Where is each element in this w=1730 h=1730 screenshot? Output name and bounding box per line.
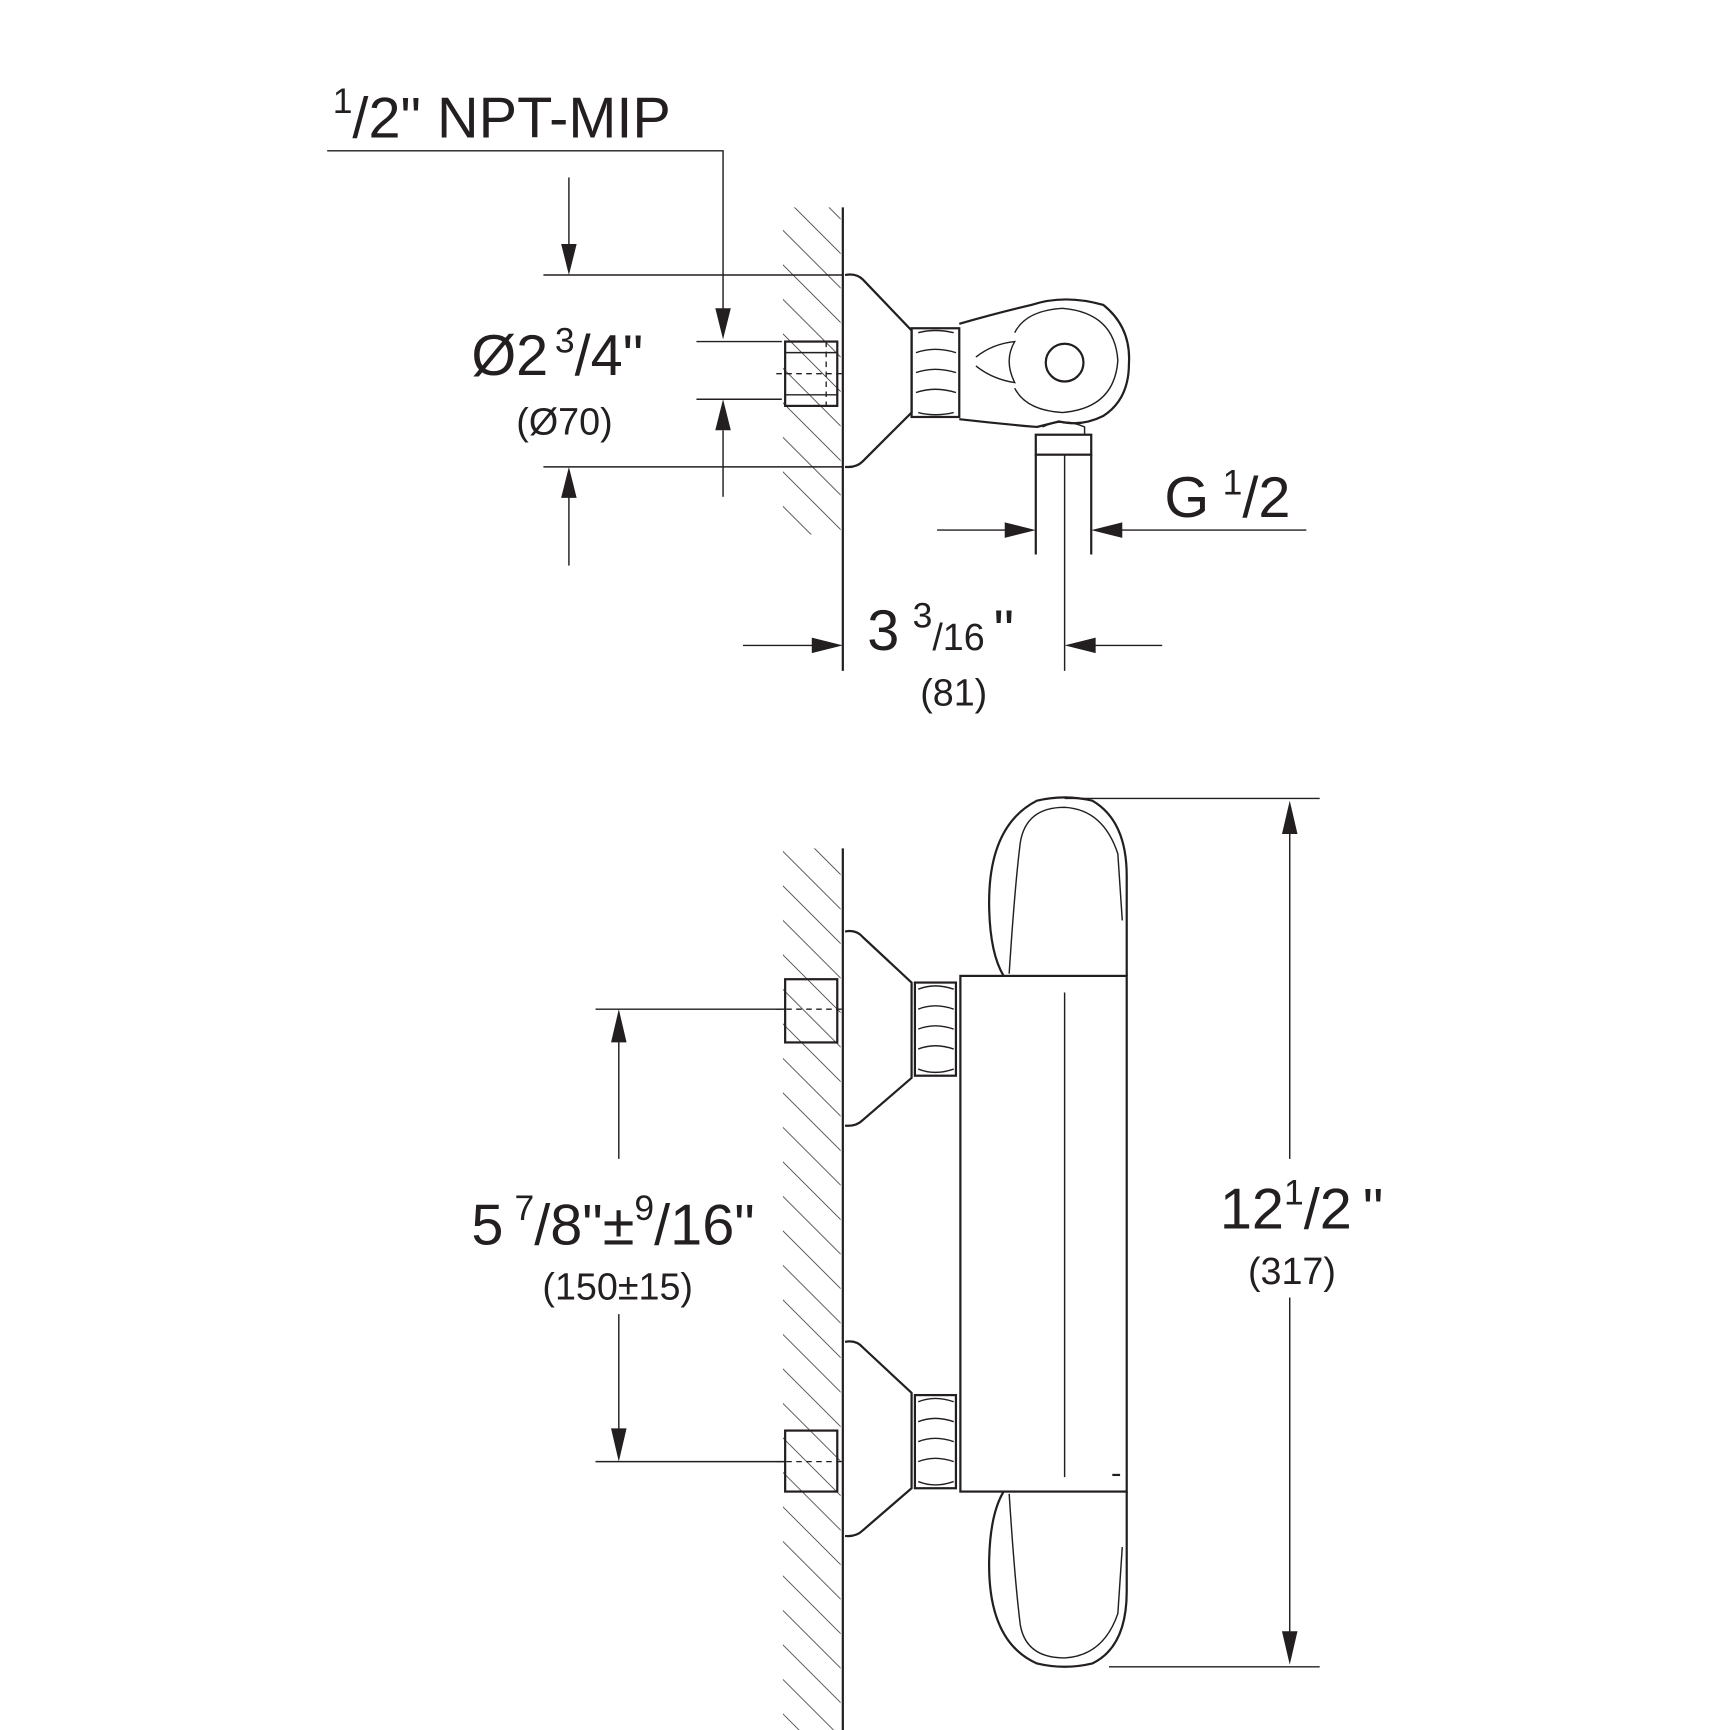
projection-metric: (81) xyxy=(920,671,987,713)
height-label: 121/2" xyxy=(1220,1172,1384,1241)
thread-leader: 1/2" NPT-MIP xyxy=(327,81,731,340)
height-metric: (317) xyxy=(1248,1250,1336,1292)
temperature-handle xyxy=(988,796,1128,977)
temperature-knob-icon xyxy=(1044,342,1085,383)
upper-inlet-fitting xyxy=(776,929,958,1127)
flow-handle xyxy=(988,1491,1128,1668)
mixer-body-side xyxy=(958,298,1131,671)
inlet-nipple xyxy=(776,340,843,407)
height-dimension: 121/2" (317) xyxy=(1064,797,1384,1668)
hex-nut xyxy=(910,327,961,419)
center-distance-metric: (150±15) xyxy=(542,1266,693,1308)
thermostat-body xyxy=(959,796,1128,1668)
escutcheon xyxy=(844,273,913,469)
wall-hatching xyxy=(782,848,841,1730)
thread-label: 1/2" NPT-MIP xyxy=(333,81,671,150)
wall-hatching xyxy=(782,207,841,535)
diameter-metric: (Ø70) xyxy=(516,401,612,443)
